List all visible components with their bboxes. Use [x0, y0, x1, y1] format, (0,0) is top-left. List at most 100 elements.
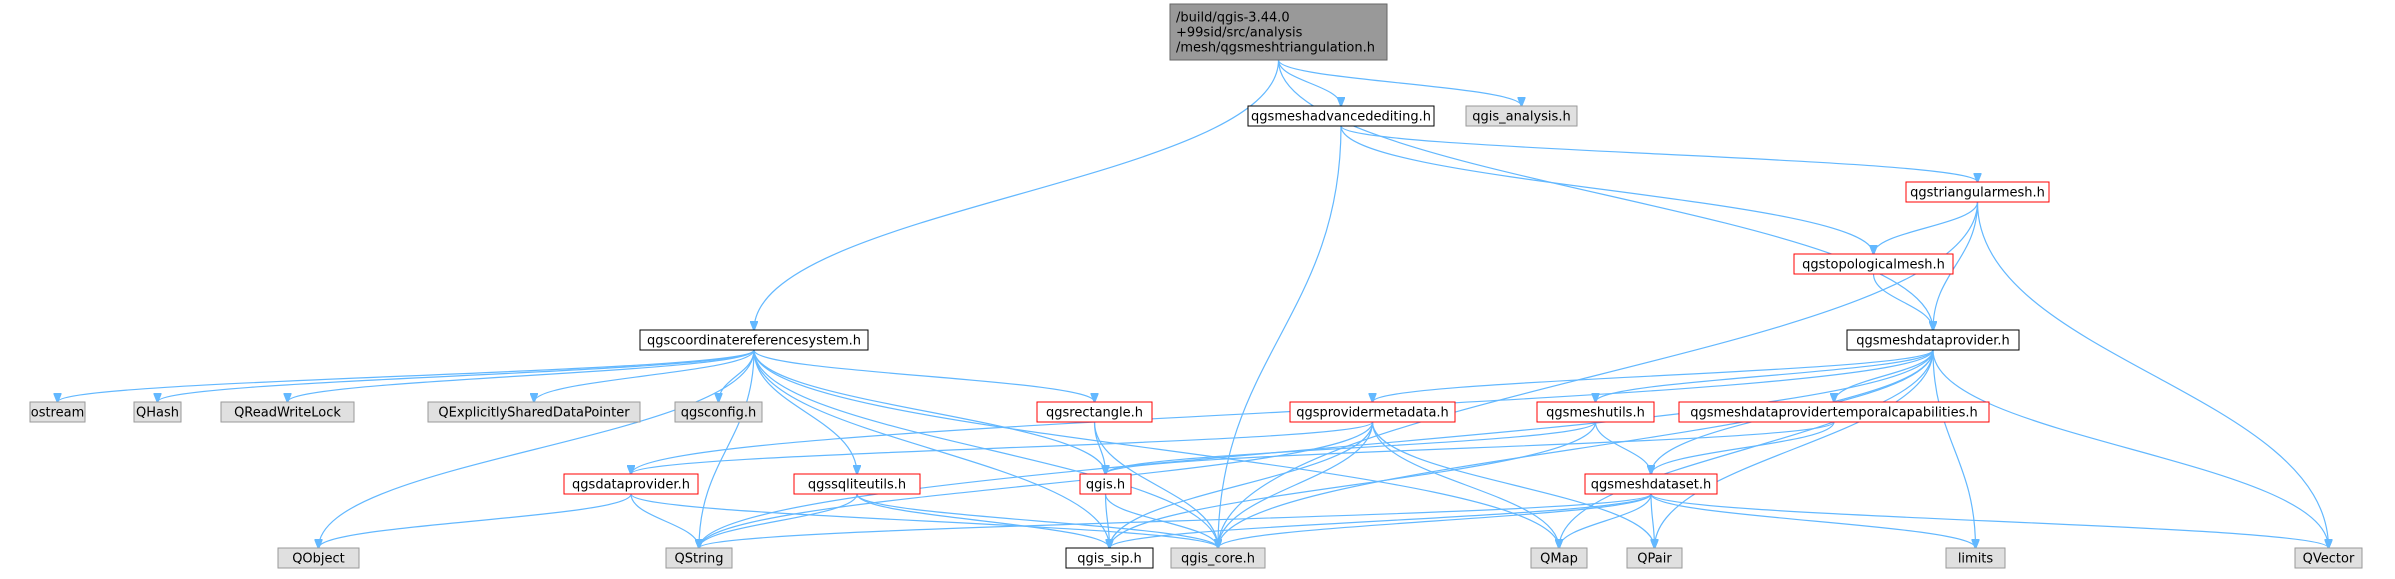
node-qmap-label: QMap — [1540, 552, 1578, 567]
edge-provmeta-to-qstring — [699, 421, 1374, 548]
edge-root-to-qgis_analysis — [1277, 59, 1522, 106]
node-ostream-box — [29, 401, 86, 423]
node-qgis_analysis[interactable]: qgis_analysis.h — [1465, 105, 1578, 127]
node-temporal[interactable]: qgsmeshdataprovidertemporalcapabilities.… — [1678, 401, 1990, 423]
node-rect-label: qgsrectangle.h — [1046, 406, 1143, 421]
node-qgis_analysis-box — [1465, 105, 1578, 127]
node-meshutils[interactable]: qgsmeshutils.h — [1536, 401, 1655, 423]
node-qhash-box — [133, 401, 182, 423]
edge-crs-to-qesdp — [534, 349, 755, 402]
node-dataprov-box — [563, 473, 699, 495]
edge-dataset-to-sip — [1110, 493, 1652, 548]
edge-provmeta-to-dataprov — [631, 421, 1374, 474]
node-limits-label: limits — [1958, 552, 1994, 567]
node-qgsconfig-label: qgsconfig.h — [681, 406, 756, 421]
edge-trimesh-to-topo — [1874, 201, 1979, 254]
node-adv-label: qgsmeshadvancedediting.h — [1251, 110, 1431, 125]
node-qobject-box — [277, 547, 360, 569]
node-dataset-label: qgsmeshdataset.h — [1591, 478, 1711, 493]
edge-mdp-to-limits — [1932, 349, 1976, 548]
node-rect-box — [1036, 401, 1153, 423]
node-qvector-box — [2294, 547, 2363, 569]
edge-crs-to-qrwlock — [288, 349, 755, 402]
node-root[interactable]: /build/qgis-3.44.0+99sid/src/analysis/me… — [1169, 3, 1388, 61]
node-qgis[interactable]: qgis.h — [1079, 473, 1132, 495]
node-dataprov[interactable]: qgsdataprovider.h — [563, 473, 699, 495]
node-topo[interactable]: qgstopologicalmesh.h — [1793, 253, 1954, 275]
node-ostream[interactable]: ostream — [29, 401, 86, 423]
edge-mdp-to-core — [1218, 349, 1934, 548]
edge-topo-to-mdp — [1872, 273, 1934, 330]
node-adv-box — [1247, 105, 1435, 127]
edge-root-to-adv — [1277, 59, 1342, 106]
node-temporal-label: qgsmeshdataprovidertemporalcapabilities.… — [1690, 406, 1978, 421]
node-limits[interactable]: limits — [1945, 547, 2006, 569]
edge-root-to-mdp — [1277, 59, 1934, 330]
edges-layer — [58, 59, 2329, 548]
edge-crs-to-sip — [753, 349, 1110, 548]
edge-sqlite-to-core — [856, 493, 1218, 548]
edge-crs-to-ostream — [58, 349, 755, 402]
node-crs-box — [639, 329, 869, 351]
node-qmap[interactable]: QMap — [1530, 547, 1588, 569]
node-qesdp[interactable]: QExplicitlySharedDataPointer — [427, 401, 641, 423]
edge-meshutils-to-dataset — [1594, 421, 1652, 474]
node-root-label: /build/qgis-3.44.0 — [1176, 11, 1290, 26]
node-adv[interactable]: qgsmeshadvancedediting.h — [1247, 105, 1435, 127]
node-topo-box — [1793, 253, 1954, 275]
edge-dataset-to-qvector — [1650, 493, 2329, 548]
node-qrwlock[interactable]: QReadWriteLock — [220, 401, 355, 423]
node-qgsconfig-box — [674, 401, 763, 423]
node-rect[interactable]: qgsrectangle.h — [1036, 401, 1153, 423]
node-core-label: qgis_core.h — [1181, 552, 1255, 567]
node-limits-box — [1945, 547, 2006, 569]
node-qmap-box — [1530, 547, 1588, 569]
edge-crs-to-qhash — [158, 349, 755, 402]
node-ostream-label: ostream — [31, 406, 85, 421]
node-crs[interactable]: qgscoordinatereferencesystem.h — [639, 329, 869, 351]
node-crs-label: qgscoordinatereferencesystem.h — [647, 334, 861, 349]
edge-qgis-to-sip — [1104, 493, 1110, 548]
node-qstring[interactable]: QString — [665, 547, 733, 569]
node-qvector[interactable]: QVector — [2294, 547, 2363, 569]
node-sip[interactable]: qgis_sip.h — [1065, 547, 1154, 569]
node-sqlite-label: qgssqliteutils.h — [808, 478, 906, 493]
node-trimesh[interactable]: qgstriangularmesh.h — [1905, 181, 2050, 203]
node-qgsconfig[interactable]: qgsconfig.h — [674, 401, 763, 423]
node-qpair[interactable]: QPair — [1626, 547, 1683, 569]
node-core[interactable]: qgis_core.h — [1170, 547, 1266, 569]
node-qhash-label: QHash — [136, 406, 179, 421]
node-trimesh-label: qgstriangularmesh.h — [1910, 186, 2045, 201]
node-sqlite[interactable]: qgssqliteutils.h — [793, 473, 921, 495]
node-qstring-box — [665, 547, 733, 569]
edge-provmeta-to-sip — [1110, 421, 1374, 548]
edge-crs-to-sqlite — [753, 349, 857, 474]
edge-mdp-to-provmeta — [1373, 349, 1934, 402]
node-temporal-box — [1678, 401, 1990, 423]
edge-dataset-to-limits — [1650, 493, 1976, 548]
node-mdp[interactable]: qgsmeshdataprovider.h — [1846, 329, 2020, 351]
node-qgis-label: qgis.h — [1086, 478, 1125, 493]
node-mdp-label: qgsmeshdataprovider.h — [1856, 334, 2010, 349]
node-root-label: +99sid/src/analysis — [1176, 26, 1303, 41]
node-topo-label: qgstopologicalmesh.h — [1802, 258, 1945, 273]
node-qpair-label: QPair — [1637, 552, 1672, 567]
edge-dataset-to-core — [1218, 493, 1652, 548]
node-qgis-box — [1079, 473, 1132, 495]
node-provmeta-box — [1289, 401, 1456, 423]
nodes-layer: /build/qgis-3.44.0+99sid/src/analysis/me… — [29, 3, 2363, 569]
node-dataset-box — [1584, 473, 1718, 495]
node-qobject[interactable]: QObject — [277, 547, 360, 569]
node-provmeta[interactable]: qgsprovidermetadata.h — [1289, 401, 1456, 423]
node-root-label: /mesh/qgsmeshtriangulation.h — [1176, 41, 1375, 56]
edge-provmeta-to-qmap — [1371, 421, 1560, 548]
edge-dataprov-to-qobject — [319, 493, 632, 548]
edge-mdp-to-temporal — [1834, 349, 1934, 402]
node-qhash[interactable]: QHash — [133, 401, 182, 423]
edge-sqlite-to-sip — [856, 493, 1110, 548]
node-qrwlock-label: QReadWriteLock — [234, 406, 341, 421]
node-dataset[interactable]: qgsmeshdataset.h — [1584, 473, 1718, 495]
edge-rect-to-core — [1093, 421, 1219, 548]
node-qesdp-box — [427, 401, 641, 423]
